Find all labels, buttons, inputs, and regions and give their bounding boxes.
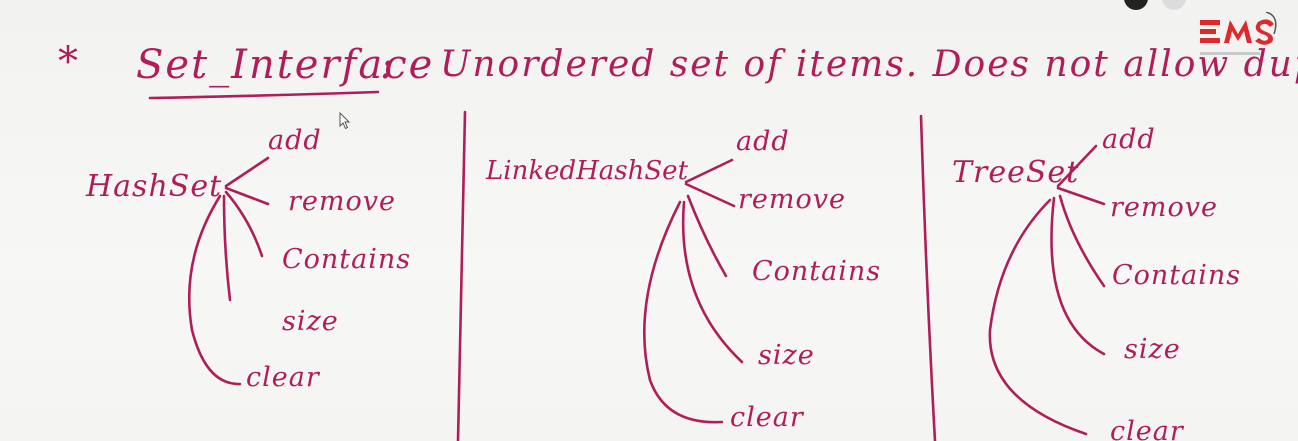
linkedhashset-method-size: size <box>758 340 815 371</box>
linked-branch-remove <box>684 182 736 208</box>
hashset-branch-contains <box>224 190 264 258</box>
hashset-branch-add <box>224 156 270 188</box>
column-divider-1 <box>456 110 467 441</box>
treeset-method-contains: Contains <box>1112 260 1242 291</box>
treeset-method-size: size <box>1124 334 1181 365</box>
hashset-method-contains: Contains <box>282 244 412 275</box>
recording-dot-dark <box>1124 0 1148 10</box>
linkedhashset-method-remove: remove <box>738 184 846 215</box>
linkedhashset-method-add: add <box>736 126 790 157</box>
hashset-method-add: add <box>268 125 322 156</box>
linked-branch-size <box>681 200 744 364</box>
linked-branch-contains <box>686 194 728 278</box>
star-bullet: * <box>58 39 79 85</box>
linkedhashset-label: LinkedHashSet <box>486 156 689 186</box>
linkedhashset-method-contains: Contains <box>752 256 882 287</box>
treeset-method-clear: clear <box>1110 416 1184 441</box>
title-underline <box>148 90 380 100</box>
tree-branch-contains <box>1058 194 1106 288</box>
hashset-method-remove: remove <box>288 186 396 217</box>
hashset-branch-size <box>222 194 232 302</box>
hashset-branch-clear <box>187 194 242 386</box>
tree-branch-size <box>1050 196 1106 356</box>
treeset-label: TreeSet <box>952 155 1080 190</box>
page-title: Set_Interface <box>136 42 435 88</box>
tree-branch-clear <box>988 198 1088 436</box>
linked-branch-clear <box>642 200 724 424</box>
title-colon: : <box>380 42 395 88</box>
recording-dot-light <box>1162 0 1186 10</box>
hashset-branch-remove <box>224 186 270 206</box>
treeset-method-add: add <box>1102 124 1156 155</box>
column-divider-2 <box>919 114 937 441</box>
treeset-method-remove: remove <box>1110 192 1218 223</box>
set-definition: Unordered set of items. Does not allow d… <box>440 44 1298 85</box>
linked-branch-add <box>684 158 734 184</box>
hashset-method-size: size <box>282 306 339 337</box>
logo-icon <box>1200 12 1277 55</box>
tree-branch-remove <box>1056 186 1106 206</box>
cursor-icon <box>339 112 351 130</box>
hashset-method-clear: clear <box>246 362 320 393</box>
linkedhashset-method-clear: clear <box>730 402 804 433</box>
hashset-label: HashSet <box>86 169 223 204</box>
